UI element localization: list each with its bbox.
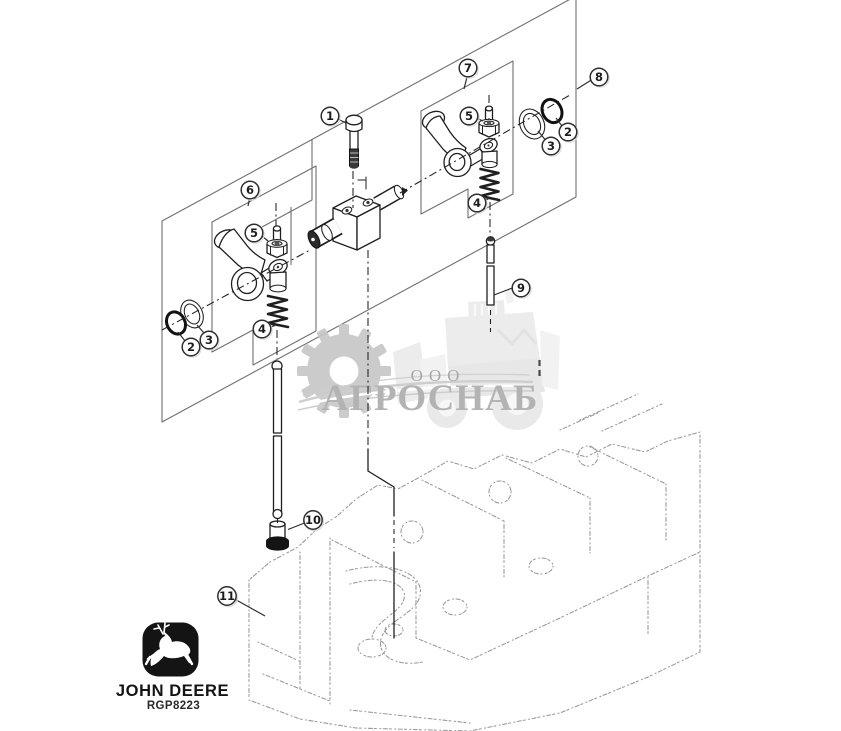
cap-screw xyxy=(345,114,363,169)
svg-text:4: 4 xyxy=(473,196,481,210)
watermark-org-name: АГРОСНАБ xyxy=(322,378,539,419)
push-rod-right xyxy=(485,236,496,306)
svg-text:4: 4 xyxy=(258,322,266,336)
svg-text:5: 5 xyxy=(465,109,473,123)
svg-text:1: 1 xyxy=(326,109,334,123)
callout-7: 7 xyxy=(458,58,479,90)
group-box-step-line xyxy=(261,139,313,228)
axis-right-shaft xyxy=(399,94,571,194)
callout-4-right: 4 xyxy=(467,193,490,214)
o-ring-right xyxy=(540,97,564,125)
svg-text:3: 3 xyxy=(547,139,555,153)
svg-text:8: 8 xyxy=(595,70,603,84)
spring-right xyxy=(479,167,501,202)
callout-4-left: 4 xyxy=(252,319,276,340)
leaping-deer-icon xyxy=(144,622,194,666)
svg-text:5: 5 xyxy=(250,226,258,240)
rocker-arm-assembly-right xyxy=(421,105,501,202)
svg-text:2: 2 xyxy=(187,340,195,354)
callout-5-left: 5 xyxy=(244,223,269,244)
svg-text:2: 2 xyxy=(564,125,572,139)
callouts: 1 2 3 4 5 6 7 xyxy=(177,58,610,617)
brand-part-code: RGP8223 xyxy=(147,700,200,712)
swoosh xyxy=(297,373,534,411)
watermark-org-prefix: ООО xyxy=(411,366,466,385)
callout-10: 10 xyxy=(287,510,325,532)
callout-1: 1 xyxy=(320,106,347,127)
group-boxes xyxy=(161,0,577,423)
axis-left-shaft xyxy=(161,249,311,331)
svg-text:11: 11 xyxy=(219,589,235,603)
callout-2-left: 2 xyxy=(177,331,202,358)
callout-6: 6 xyxy=(240,180,261,207)
callout-11: 11 xyxy=(217,586,266,617)
svg-text:9: 9 xyxy=(517,281,525,295)
callout-3-left: 3 xyxy=(196,324,220,351)
watermark: ООО АГРОСНАБ xyxy=(297,288,560,430)
callout-2-right: 2 xyxy=(555,117,579,143)
valve-tappet xyxy=(266,520,289,551)
svg-text:10: 10 xyxy=(305,513,321,527)
callout-5-right: 5 xyxy=(459,106,484,127)
callout-3-right: 3 xyxy=(537,130,562,157)
group-box-8 xyxy=(161,0,577,423)
callout-8: 8 xyxy=(576,67,610,90)
axis-block-to-head-jog xyxy=(367,448,395,517)
group-box-7 xyxy=(420,60,514,219)
combine-harvester-silhouette xyxy=(393,288,560,430)
spring-left xyxy=(266,294,290,329)
adjusting-nut-right xyxy=(478,105,500,138)
svg-text:6: 6 xyxy=(246,183,254,197)
push-rod-left xyxy=(271,360,283,520)
brand-name: JOHN DEERE xyxy=(116,682,229,700)
callout-9: 9 xyxy=(493,278,532,299)
adjusting-nut-left xyxy=(266,225,288,259)
rocker-shaft-block xyxy=(307,176,408,251)
axis-lines xyxy=(161,94,571,639)
svg-text:3: 3 xyxy=(205,333,213,347)
cylinder-head xyxy=(248,360,701,731)
svg-text:7: 7 xyxy=(464,61,472,75)
john-deere-logo: JOHN DEERE RGP8223 xyxy=(116,622,229,712)
